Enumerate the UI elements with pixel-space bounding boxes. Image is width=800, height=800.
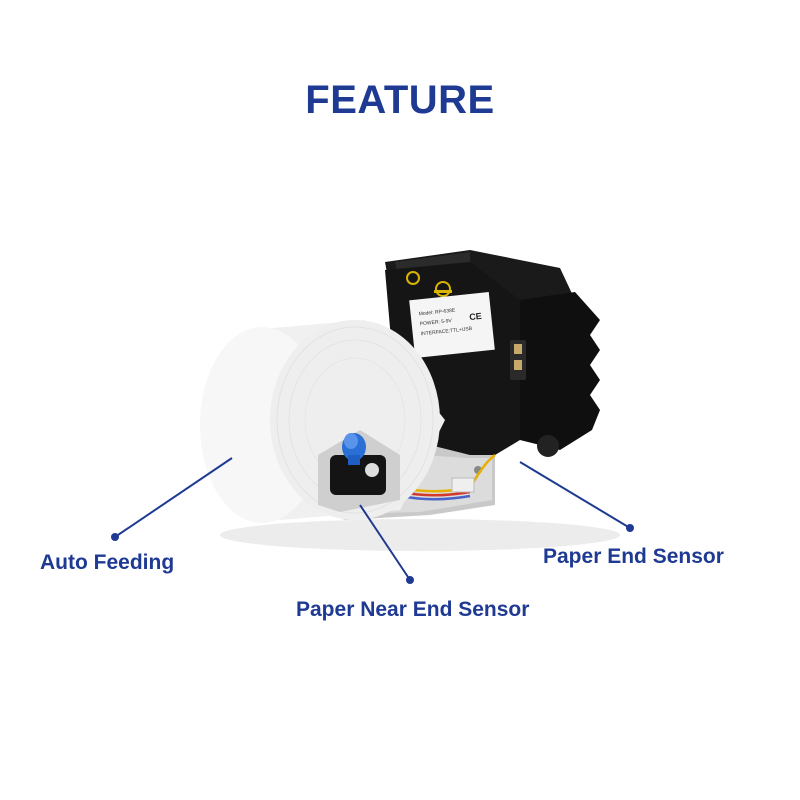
top-yellow-icon-right: [435, 281, 451, 297]
wire-connector: [451, 477, 475, 493]
side-knob: [537, 435, 559, 457]
callout-dots: [111, 524, 634, 584]
callout-dot-end-sensor: [626, 524, 634, 532]
callout-dot-near-end: [406, 576, 414, 584]
blue-shaft-knob: [342, 433, 366, 465]
label-paper-near-end-sensor: Paper Near End Sensor: [296, 598, 530, 621]
callout-line-auto-feeding: [114, 457, 233, 538]
label-auto-feeding: Auto Feeding: [40, 551, 175, 574]
sticker-line-3: INTERFACE:TTL+USB: [420, 326, 473, 337]
paper-holder: [318, 430, 400, 512]
callout-line-end-sensor: [519, 461, 631, 529]
sticker-line-2: POWER: 5-9V: [419, 318, 452, 327]
sticker-line-1: Model: RP-638E: [418, 308, 456, 318]
floor-shadow: [220, 519, 620, 551]
callout-line-near-end: [359, 504, 411, 581]
sticker-ce-mark: CE: [469, 311, 482, 322]
callout-dot-auto-feeding: [111, 533, 119, 541]
top-yellow-icon-left: [406, 271, 420, 285]
page-title: FEATURE: [305, 78, 495, 122]
printer-sticker: [409, 291, 495, 359]
label-paper-end-sensor: Paper End Sensor: [543, 545, 724, 568]
callout-lines: [114, 457, 631, 581]
